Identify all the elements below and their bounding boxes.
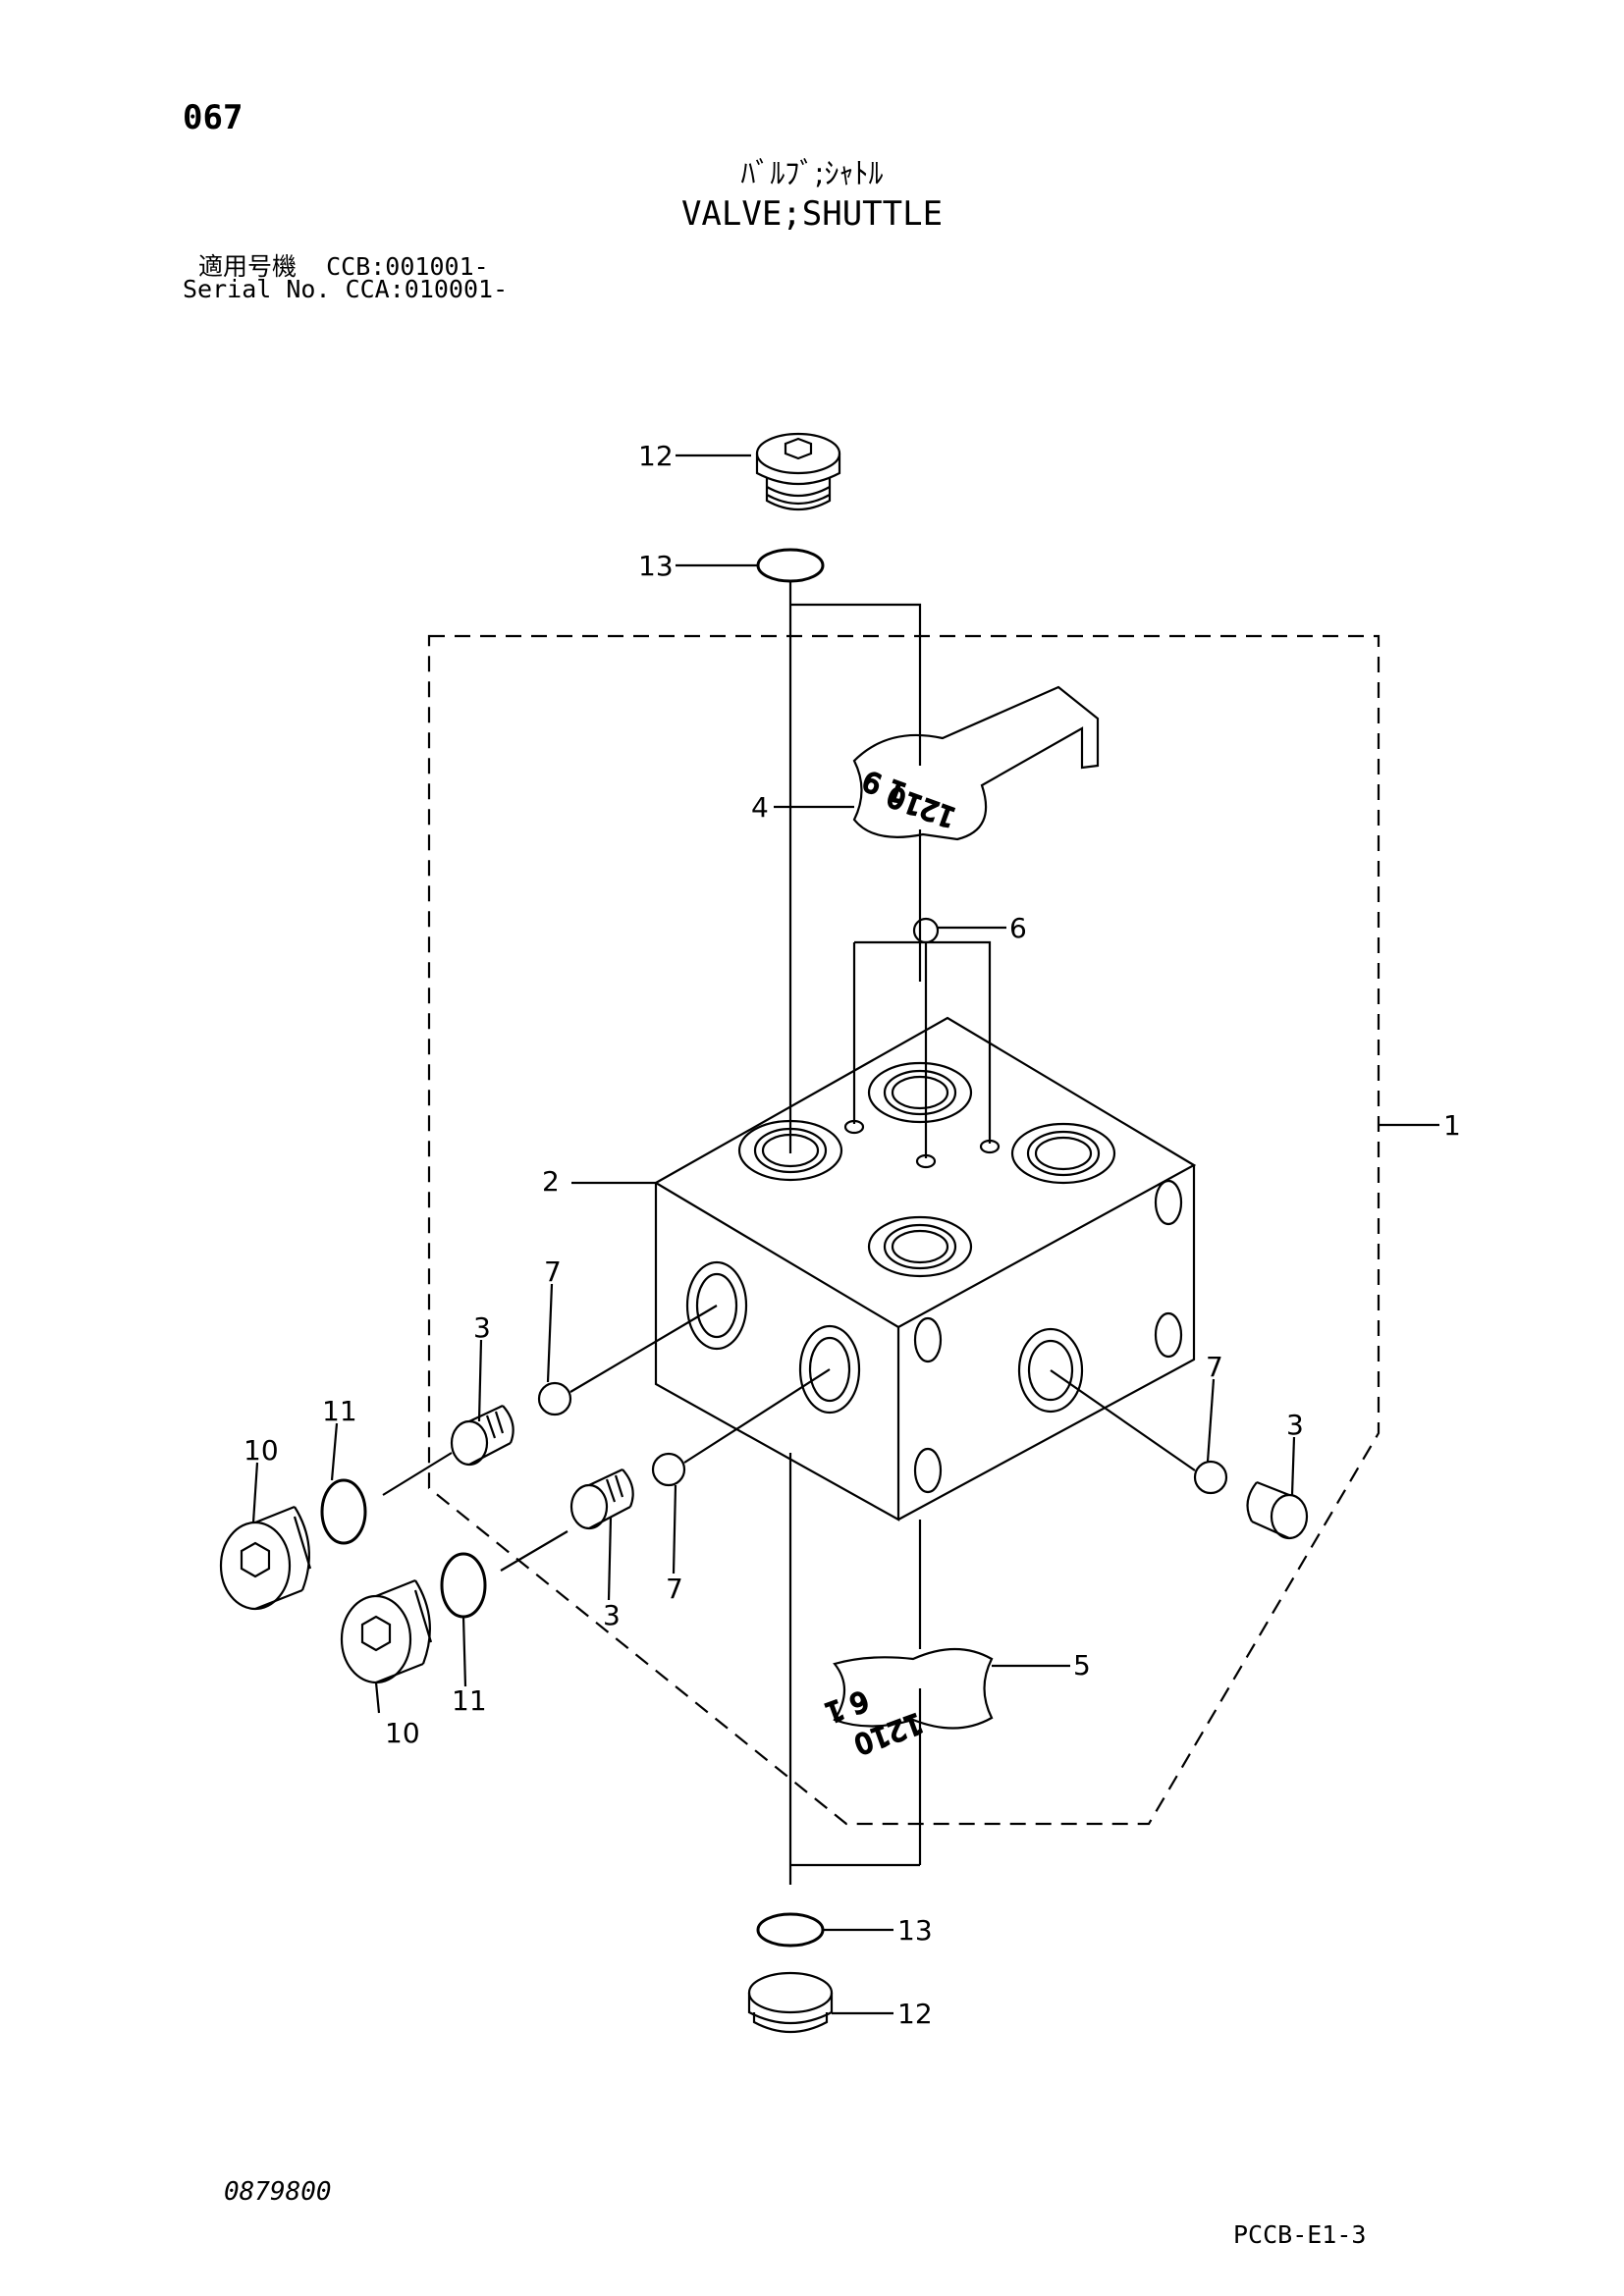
callout-4: 4 [751, 791, 769, 824]
plate-5: 6 1 1210 [820, 1647, 994, 1762]
serial-line-applicable-models: 適用号機 CCB:001001- [198, 252, 489, 281]
callout-12-bottom: 12 [897, 1998, 933, 2030]
plug-12-bottom [747, 1971, 834, 2033]
callout-12-top: 12 [638, 440, 674, 472]
callout-2: 2 [542, 1165, 560, 1198]
o-ring-13-bottom [756, 1912, 825, 1948]
ball-7-left-lower [651, 1452, 686, 1487]
plug-3-right [1246, 1480, 1309, 1540]
plug-3-left-lower [569, 1468, 634, 1530]
callout-10-lower: 10 [385, 1717, 420, 1749]
page-number: 067 [183, 98, 244, 137]
callout-11-lower: 11 [452, 1684, 487, 1717]
assembly-line-top [788, 581, 922, 1153]
o-ring-13-top [756, 548, 825, 583]
plug-10-upper [219, 1505, 312, 1611]
valve-block-2 [653, 1016, 1197, 1522]
ball-6 [912, 917, 940, 944]
svg-text:6 1: 6 1 [821, 1683, 873, 1729]
serial-line-serial-no: Serial No. CCA:010001- [183, 275, 509, 303]
assembly-boundary-dashed [427, 634, 1380, 1826]
callout-5: 5 [1073, 1649, 1091, 1682]
callout-10-upper: 10 [244, 1434, 279, 1467]
title-english: VALVE;SHUTTLE [680, 194, 944, 234]
assembly-line-bottom [788, 1453, 922, 1885]
svg-text:1210: 1210 [883, 779, 959, 833]
callout-3-left-lower: 3 [603, 1599, 621, 1631]
plug-12-top [755, 432, 841, 510]
callout-7-left-lower: 7 [666, 1573, 683, 1605]
callout-7-right: 7 [1206, 1351, 1223, 1383]
ball-7-right [1193, 1460, 1228, 1495]
callout-13-top: 13 [638, 550, 674, 582]
plug-10-lower [340, 1578, 433, 1684]
callout-3-left-upper: 3 [473, 1311, 491, 1344]
callout-3-right: 3 [1286, 1409, 1304, 1441]
o-ring-11-lower [440, 1552, 487, 1619]
callout-1: 1 [1443, 1109, 1461, 1142]
title-japanese: ﾊﾞﾙﾌﾞ;ｼｬﾄﾙ [740, 157, 884, 191]
plug-3-left-upper [450, 1405, 514, 1467]
callout-7-left-upper: 7 [544, 1255, 562, 1288]
callout-6: 6 [1009, 912, 1027, 944]
ball-7-left-upper [537, 1381, 572, 1416]
callout-13-bottom: 13 [897, 1914, 933, 1947]
callout-11-upper: 11 [322, 1395, 357, 1427]
sheet-reference: PCCB-E1-3 [1233, 2220, 1367, 2249]
plate-4: 1 9 1210 [852, 685, 1100, 841]
drawing-number: 0879800 [224, 2177, 332, 2207]
o-ring-11-upper [320, 1478, 367, 1545]
callout-labels: 12 13 4 6 1 2 7 3 11 10 7 3 7 3 11 10 5 … [244, 440, 1461, 2030]
